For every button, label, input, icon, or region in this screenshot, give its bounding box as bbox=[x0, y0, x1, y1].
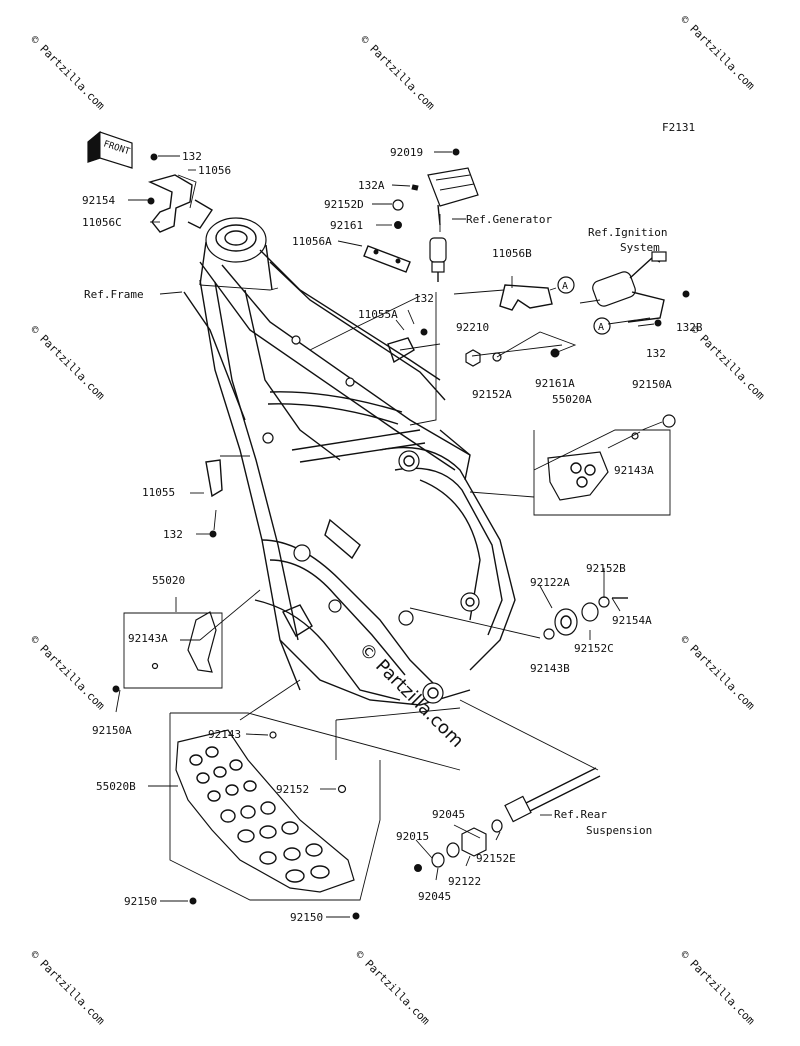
pivot-collars bbox=[543, 596, 628, 640]
label-11055: 11055 bbox=[142, 486, 175, 499]
label-55020: 55020 bbox=[152, 574, 185, 587]
label-ref-frame: Ref.Frame bbox=[84, 288, 144, 301]
label-92122: 92122 bbox=[448, 875, 481, 888]
label-ref-generator: Ref.Generator bbox=[466, 213, 552, 226]
label-92154a: 92154A bbox=[612, 614, 652, 627]
label-11055a: 11055A bbox=[358, 308, 398, 321]
label-55020b: 55020B bbox=[96, 780, 136, 793]
watermark: © Partzilla.com bbox=[28, 323, 108, 403]
label-92152a: 92152A bbox=[472, 388, 512, 401]
watermark: © Partzilla.com bbox=[358, 33, 438, 113]
front-arrow-icon: FRONT bbox=[87, 130, 133, 169]
watermark-layer: © Partzilla.com © Partzilla.com © Partzi… bbox=[28, 13, 768, 1028]
label-92122a: 92122A bbox=[530, 576, 570, 589]
label-92143a: 92143A bbox=[128, 632, 168, 645]
label-92019: 92019 bbox=[390, 146, 423, 159]
label-92045: 92045 bbox=[418, 890, 451, 903]
label-92143a: 92143A bbox=[614, 464, 654, 477]
label-11056c: 11056C bbox=[82, 216, 122, 229]
label-92161: 92161 bbox=[330, 219, 363, 232]
fasteners-right bbox=[465, 348, 676, 440]
side-cover-55020a bbox=[547, 451, 609, 501]
bracket-11056b bbox=[499, 284, 553, 311]
label-55020a: 55020A bbox=[552, 393, 592, 406]
label-11056: 11056 bbox=[198, 164, 231, 177]
skid-plate-55020b bbox=[175, 729, 360, 920]
label-132: 132 bbox=[182, 150, 202, 163]
ignition-coil bbox=[592, 251, 690, 327]
watermark: © Partzilla.com bbox=[28, 948, 108, 1028]
watermark: © Partzilla.com bbox=[678, 948, 758, 1028]
label-ref-ignition: Ref.Ignition bbox=[588, 226, 667, 239]
bracket-11056a bbox=[363, 245, 411, 273]
generator-regulator bbox=[392, 148, 479, 282]
label-132b: 132B bbox=[676, 321, 703, 334]
label-92152c: 92152C bbox=[574, 642, 614, 655]
label-92015: 92015 bbox=[396, 830, 429, 843]
label-92150: 92150 bbox=[290, 911, 323, 924]
diagram-code: F2131 bbox=[662, 121, 695, 134]
label-ref-rear: Ref.Rear bbox=[554, 808, 607, 821]
label-92152e: 92152E bbox=[476, 852, 516, 865]
motorcycle-frame bbox=[183, 217, 516, 706]
watermark: © Partzilla.com bbox=[353, 948, 433, 1028]
label-92154: 92154 bbox=[82, 194, 115, 207]
connector-marker: A bbox=[598, 322, 604, 333]
label-ref-ignition-system: System bbox=[620, 241, 660, 254]
label-92210: 92210 bbox=[456, 321, 489, 334]
watermark: © Partzilla.com bbox=[678, 633, 758, 713]
side-cover-55020 bbox=[112, 611, 217, 693]
watermark: © Partzilla.com bbox=[28, 33, 108, 113]
label-92152: 92152 bbox=[276, 783, 309, 796]
label-11056a: 11056A bbox=[292, 235, 332, 248]
bracket-11055 bbox=[205, 459, 223, 538]
label-92150a: 92150A bbox=[632, 378, 672, 391]
bracket-11056 bbox=[147, 153, 213, 233]
label-132a: 132A bbox=[358, 179, 385, 192]
label-92152b: 92152B bbox=[586, 562, 626, 575]
watermark: © Partzilla.com bbox=[678, 13, 758, 93]
label-92161a: 92161A bbox=[535, 377, 575, 390]
label-92143b: 92143B bbox=[530, 662, 570, 675]
label-92152d: 92152D bbox=[324, 198, 364, 211]
watermark: © Partzilla.com bbox=[688, 323, 768, 403]
connector-a-bottom: A bbox=[593, 317, 611, 335]
bracket-11055a bbox=[387, 328, 428, 364]
label-11056b: 11056B bbox=[492, 247, 532, 260]
rear-suspension-bolt bbox=[414, 767, 601, 872]
label-132: 132 bbox=[163, 528, 183, 541]
label-132: 132 bbox=[414, 292, 434, 305]
watermark: © Partzilla.com bbox=[28, 633, 108, 713]
label-92150: 92150 bbox=[124, 895, 157, 908]
label-ref-rear-suspension: Suspension bbox=[586, 824, 652, 837]
label-92143: 92143 bbox=[208, 728, 241, 741]
label-92150a: 92150A bbox=[92, 724, 132, 737]
label-92045: 92045 bbox=[432, 808, 465, 821]
callout-labels: 132 11056 92154 11056C Ref.Frame 92019 1… bbox=[82, 146, 703, 924]
connector-marker: A bbox=[562, 281, 568, 292]
connector-a-top: A bbox=[557, 276, 575, 294]
label-132: 132 bbox=[646, 347, 666, 360]
leader-lines bbox=[115, 151, 671, 918]
